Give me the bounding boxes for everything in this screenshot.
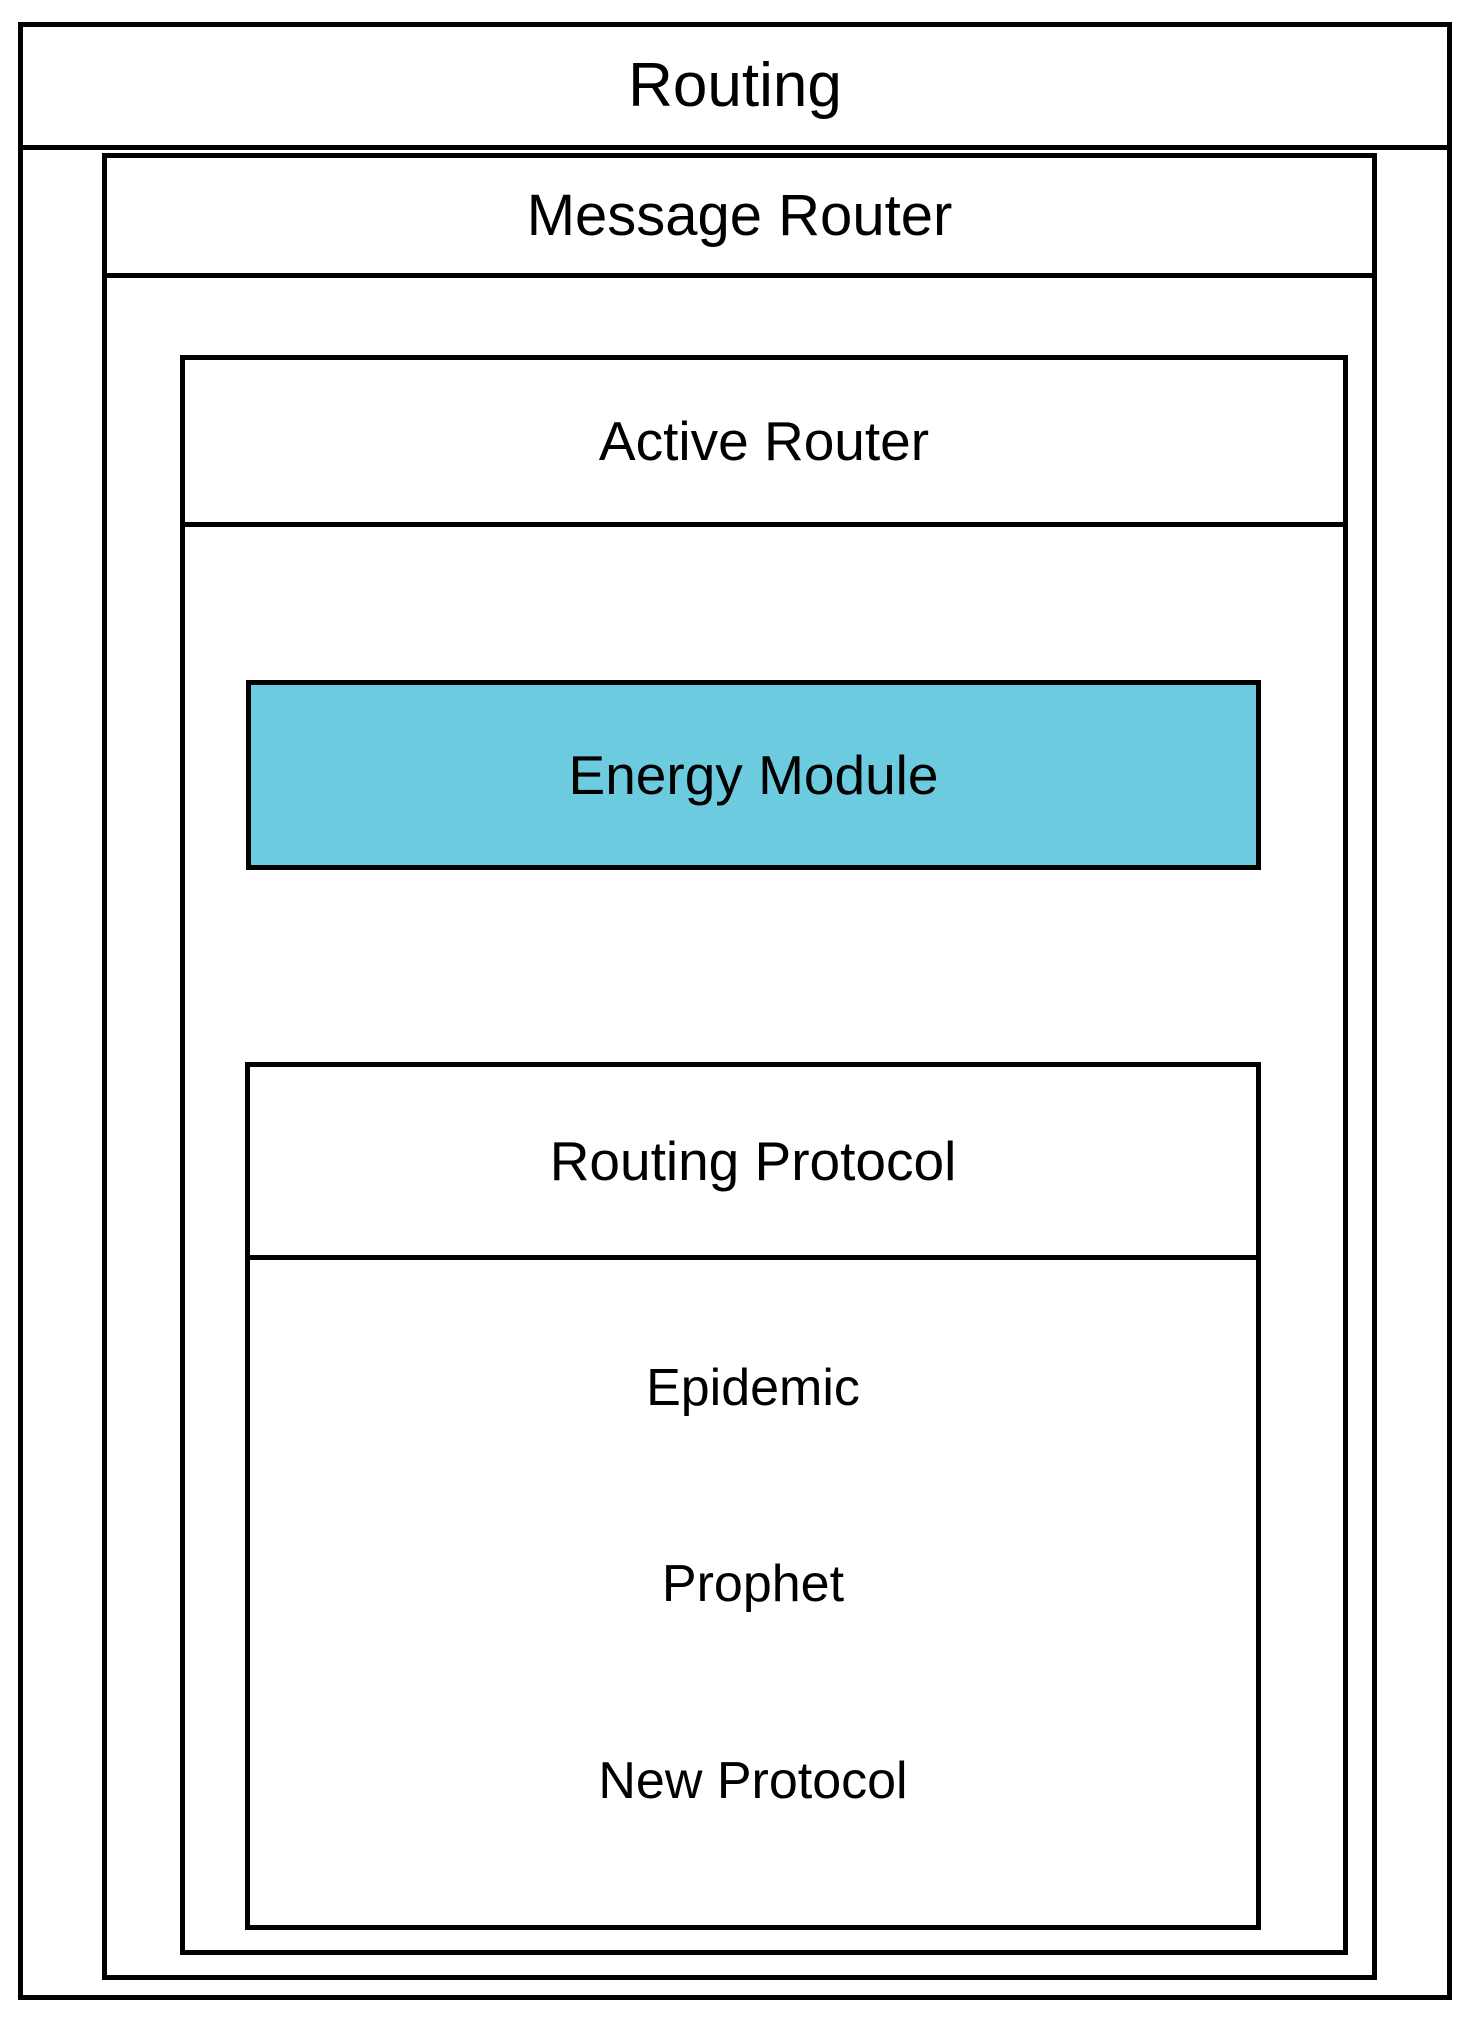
protocol-list: Epidemic Prophet New Protocol xyxy=(250,1260,1256,1925)
routing-protocol-header: Routing Protocol xyxy=(250,1067,1256,1260)
list-item: Prophet xyxy=(661,1555,845,1614)
energy-module-block: Energy Module xyxy=(246,680,1261,870)
message-router-header: Message Router xyxy=(107,158,1372,278)
active-router-title: Active Router xyxy=(598,409,930,472)
message-router-container: Message Router Active Router Energy Modu… xyxy=(102,153,1377,1980)
routing-protocol-container: Routing Protocol Epidemic Prophet New Pr… xyxy=(245,1062,1261,1930)
routing-protocol-title: Routing Protocol xyxy=(549,1129,957,1192)
active-router-header: Active Router xyxy=(185,360,1343,527)
message-router-title: Message Router xyxy=(526,182,953,248)
list-item: New Protocol xyxy=(598,1751,908,1810)
active-router-container: Active Router Energy Module Routing Prot… xyxy=(180,355,1348,1955)
list-item: Epidemic xyxy=(646,1359,860,1418)
energy-module-label: Energy Module xyxy=(568,743,939,806)
routing-title: Routing xyxy=(628,51,842,120)
routing-header: Routing xyxy=(23,27,1447,150)
routing-container: Routing Message Router Active Router Ene… xyxy=(18,22,1452,2000)
